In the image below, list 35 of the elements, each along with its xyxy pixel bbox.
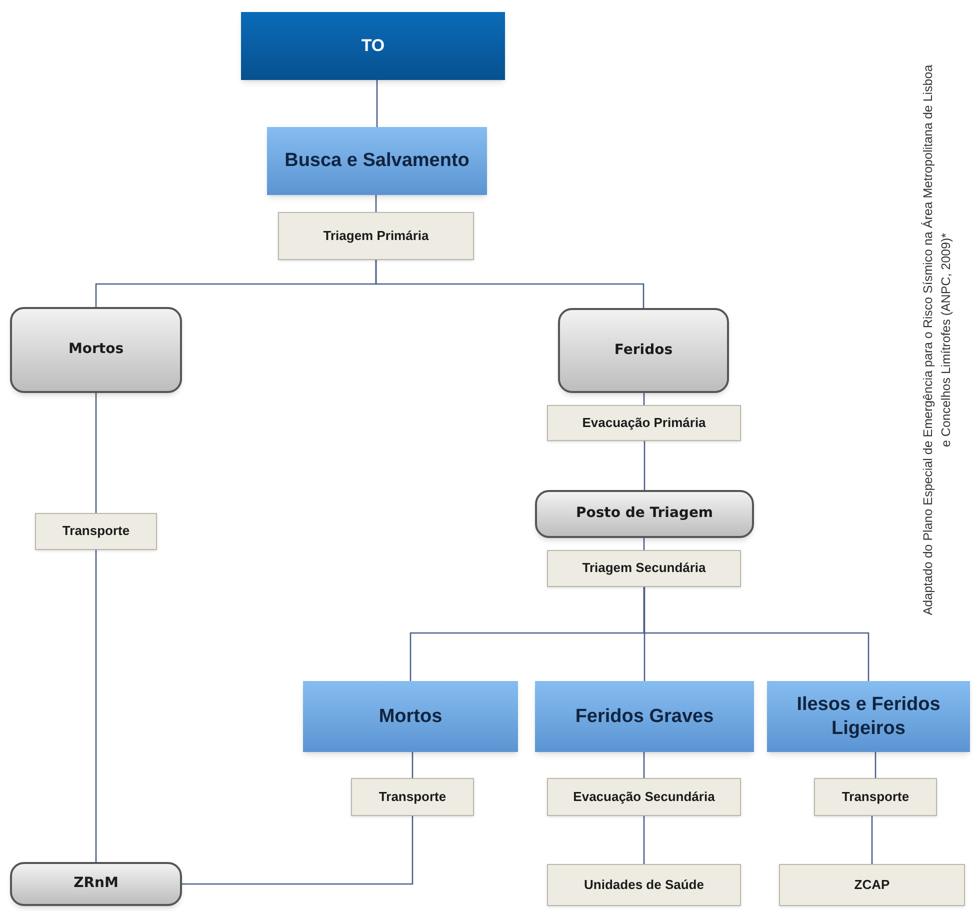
connector-line — [375, 260, 644, 308]
step-box: Transporte — [351, 778, 474, 816]
source-note: Adaptado do Plano Especial de Emergência para o Risco Sísmico na Área Metropolitana de Lisboa e Concelhos Limítrofes (ANPC, 2009)* — [920, 64, 954, 618]
group-box: Mortos — [10, 307, 182, 393]
group-box: ZRnM — [10, 862, 182, 906]
step-box: ZCAP — [779, 864, 965, 906]
connector-line — [643, 587, 870, 681]
connector-line — [644, 441, 646, 490]
category-box: Busca e Salvamento — [267, 127, 487, 195]
connector-line — [375, 195, 377, 212]
connector-line — [182, 816, 414, 885]
connector-line — [874, 752, 876, 778]
step-box: Transporte — [35, 513, 157, 550]
category-box: Ilesos e Feridos Ligeiros — [767, 681, 970, 752]
title-box: TO — [241, 12, 505, 80]
group-box: Posto de Triagem — [535, 490, 754, 538]
connector-line — [95, 393, 97, 513]
category-box: Mortos — [303, 681, 518, 752]
step-box: Evacuação Secundária — [547, 778, 741, 816]
connector-line — [871, 816, 873, 864]
connector-line — [643, 538, 645, 550]
step-box: Triagem Secundária — [547, 550, 741, 587]
connector-line — [644, 587, 646, 681]
connector-line — [643, 816, 645, 864]
connector-line — [643, 393, 645, 405]
step-box: Unidades de Saúde — [547, 864, 741, 906]
step-box: Transporte — [814, 778, 937, 816]
step-box: Evacuação Primária — [547, 405, 741, 441]
category-box: Feridos Graves — [535, 681, 754, 752]
group-box: Feridos — [558, 308, 729, 393]
connector-line — [376, 80, 378, 127]
connector-line — [95, 550, 97, 862]
connector-line — [412, 752, 414, 778]
connector-line — [643, 752, 645, 778]
step-box: Triagem Primária — [278, 212, 474, 260]
